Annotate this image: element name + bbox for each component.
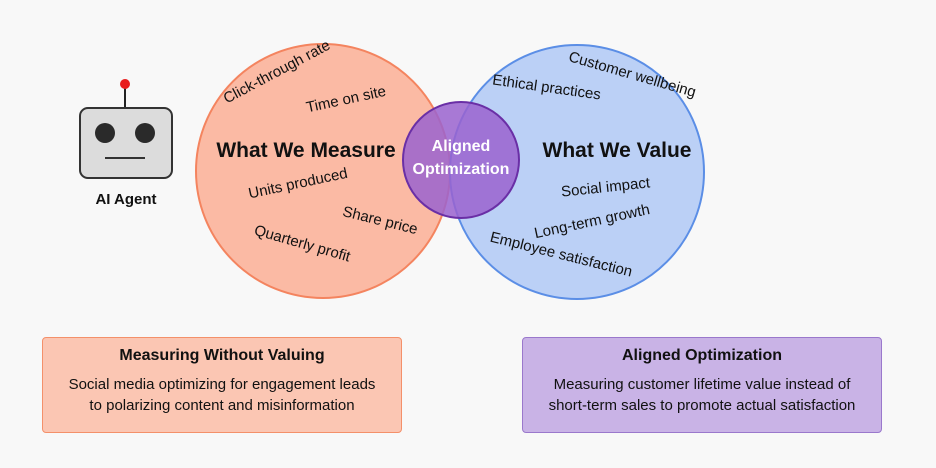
measure-circle-title: What We Measure [216,139,395,162]
value-circle-title: What We Value [543,139,692,162]
card-left-title: Measuring Without Valuing [119,347,325,364]
card-right-description: Measuring customer lifetime value instea… [523,374,881,416]
card-left-line1: Social media optimizing for engagement l… [68,376,376,393]
robot-head [79,107,173,179]
robot-left-eye [95,123,115,143]
overlap-circle [402,101,520,219]
card-left-description: Social media optimizing for engagement l… [43,374,401,416]
overlap-label-line2: Optimization [413,161,510,178]
measuring-without-valuing-card: Measuring Without Valuing Social media o… [42,337,402,433]
card-right-title: Aligned Optimization [622,347,782,364]
aligned-optimization-card: Aligned Optimization Measuring customer … [522,337,882,433]
robot-antenna-light [120,79,130,89]
card-right-line2: short-term sales to promote actual satis… [548,397,856,414]
agent-label: AI Agent [95,191,156,208]
robot-right-eye [135,123,155,143]
card-left-line2: to polarizing content and misinformation [89,397,355,414]
card-right-line1: Measuring customer lifetime value instea… [553,376,851,393]
overlap-label-line1: Aligned [432,138,491,155]
robot-icon [79,79,173,179]
